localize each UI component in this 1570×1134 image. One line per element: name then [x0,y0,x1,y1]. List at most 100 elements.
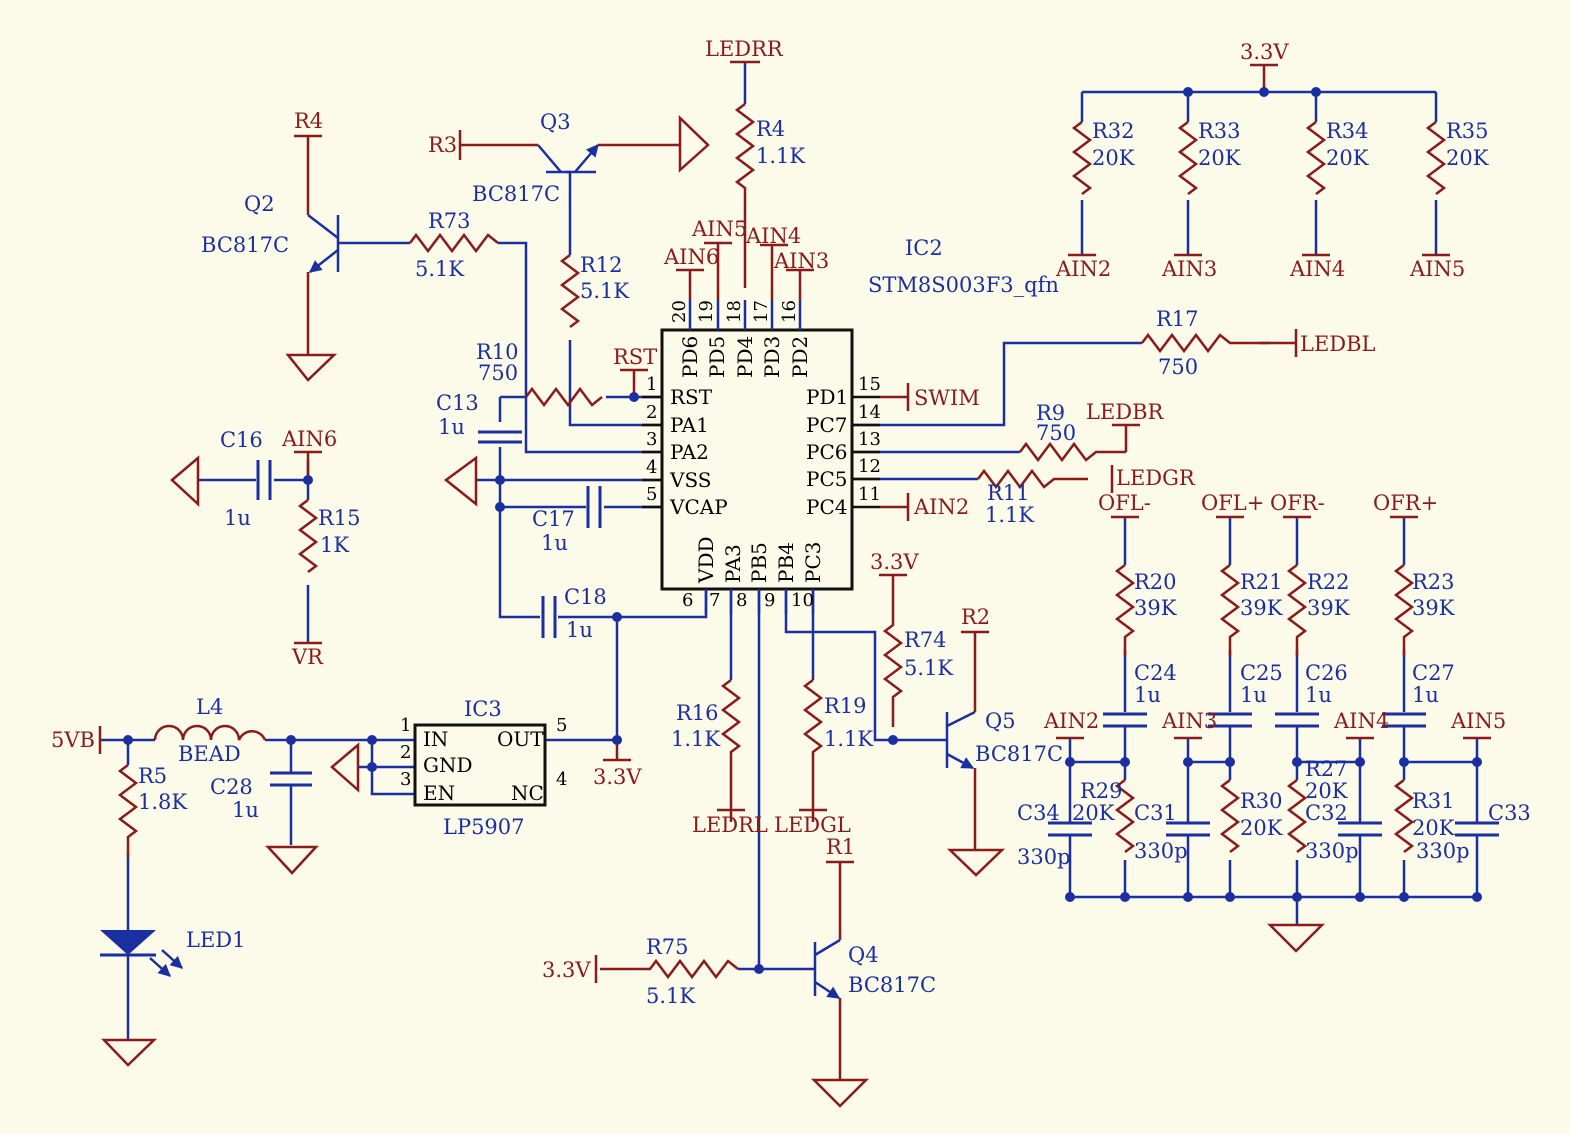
component-value: 20K [1446,146,1489,170]
component-value: 1.1K [671,727,720,751]
net-label: OFL+ [1201,491,1264,515]
net-label: 3.3V [542,958,591,982]
ic2-pin-num: 3 [646,429,657,450]
ic2-pin-name: PD2 [788,336,812,378]
ic2-pin-name: PC7 [806,413,847,437]
component-value: 750 [1158,355,1198,379]
net-label: OFL- [1098,491,1151,515]
component-value: 5.1K [580,279,629,303]
component-value: 1u [1305,683,1332,707]
ic2-pin-name: RST [670,385,713,409]
ic2-pin-name: PA3 [721,544,745,583]
component-value: BC817C [201,233,289,257]
net-label: LEDBR [1086,400,1165,424]
component-ref: R23 [1412,570,1455,594]
ic2-pin-name: VCAP [669,495,728,519]
component-value: 1u [1240,683,1267,707]
net-label: 5VB [51,728,95,752]
net-label: AIN4 [745,224,801,248]
component-ref: C32 [1305,801,1348,825]
ic2-pin-num: 20 [669,300,690,323]
component-value: 5.1K [415,257,464,281]
component-ref: R29 [1080,779,1123,803]
component-ref: R5 [138,764,167,788]
component-value: 330p [1134,839,1188,863]
ic3-labels: IN GND EN OUT NC 1 2 3 5 4 IC3 LP5907 [400,697,567,839]
component-ref: C17 [532,507,575,531]
component-value: BC817C [472,182,560,206]
ic3-pin-name: NC [511,781,544,805]
component-value: 1u [1412,683,1439,707]
ic3-pin-num: 2 [400,742,411,763]
ic2-pin-num: 12 [858,456,881,477]
net-label: AIN3 [1161,709,1217,733]
ic2-pin-name: PC6 [806,440,847,464]
component-value: 330p [1017,845,1071,869]
net-label: RST [613,345,657,369]
q2-transistor [307,214,340,273]
ic2-pin-name: PD3 [760,336,784,378]
ic2-pin-num: 17 [751,300,772,323]
component-value: BC817C [848,973,936,997]
component-value: 750 [1036,421,1076,445]
ic2-pin-name: PD4 [733,336,757,378]
ic3-pin-name: EN [423,781,455,805]
component-value: BC817C [975,742,1063,766]
ic2-pin-name: VDD [694,536,718,584]
component-value: 20K [1305,779,1348,803]
component-value: 1u [224,506,251,530]
net-label: R3 [428,133,457,157]
component-ref: R20 [1134,570,1177,594]
net-label: AIN2 [913,495,969,519]
ic2-pin-num: 11 [858,484,881,505]
component-ref: LED1 [186,928,245,952]
ic3-pin-num: 4 [556,769,567,790]
ic2-pin-num: 15 [858,374,881,395]
net-label: LEDRL [692,813,768,837]
component-labels: Q2 BC817C Q3 BC817C Q4 BC817C Q5 BC817C … [138,110,1531,1008]
net-label: R2 [961,605,990,629]
component-value: 1.1K [756,144,805,168]
component-ref: Q5 [985,709,1016,733]
ic3-pin-num: 3 [400,769,411,790]
component-ref: Q2 [244,192,275,216]
ic2-pin-num: 5 [646,484,657,505]
component-value: 39K [1134,596,1177,620]
net-label: AIN5 [691,217,747,241]
ic2-pin-num: 10 [791,590,814,611]
resistors [117,103,1447,980]
component-value: 20K [1072,801,1115,825]
component-ref: Q4 [848,943,879,967]
ic2-ref: IC2 [905,236,943,260]
component-value: 330p [1416,839,1470,863]
component-ref: R31 [1412,789,1455,813]
ic2-pin-name: PC5 [806,467,847,491]
component-value: 330p [1305,839,1359,863]
component-ref: R9 [1036,401,1065,425]
component-ref: R16 [676,701,719,725]
component-ref: C24 [1134,661,1177,685]
net-label: 3.3V [593,765,642,789]
net-label: R4 [294,109,323,133]
net-stubs [98,60,1491,983]
component-ref: R15 [318,506,361,530]
ic2-pin-name: PA1 [670,413,709,437]
component-value: 20K [1326,146,1369,170]
component-ref: C33 [1488,801,1531,825]
ic3-pin-num: 1 [400,715,411,736]
net-label: AIN2 [1043,709,1099,733]
ic3-ref: IC3 [464,697,502,721]
net-label: 3.3V [870,550,919,574]
component-ref: R74 [904,628,947,652]
component-ref: R73 [428,209,471,233]
component-value: 1.1K [824,727,873,751]
component-ref: R17 [1156,307,1199,331]
ic2-part: STM8S003F3_qfn [868,273,1059,297]
ic2-pin-num: 6 [682,590,693,611]
ic2-pin-name: PB5 [747,542,771,583]
net-label: AIN3 [773,249,829,273]
net-label: 3.3V [1240,40,1289,64]
component-value: 20K [1240,816,1283,840]
net-label: SWIM [914,386,980,410]
net-label: AIN6 [663,245,719,269]
